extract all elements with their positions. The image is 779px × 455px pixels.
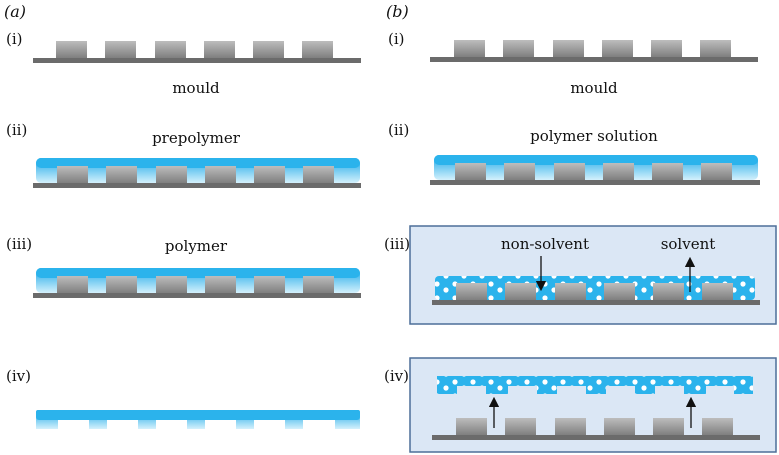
- panel-b-polymer-solution-layer: [430, 155, 760, 185]
- porous-film: [437, 376, 753, 394]
- panel-b-step-iv-marker: (iv): [384, 367, 409, 385]
- panel-b-step-iii-marker: (iii): [384, 235, 410, 253]
- panel-a-caption-prepolymer: prepolymer: [152, 129, 241, 147]
- panel-a-polymer-layer: [33, 268, 361, 298]
- panel-b-iii-bath: [409, 225, 777, 325]
- panel-b-caption-mould: mould: [570, 79, 618, 97]
- panel-b-iv-bath: [409, 357, 777, 453]
- panel-a-step-i-marker: (i): [6, 30, 23, 48]
- panel-a-released-polymer: [36, 410, 360, 429]
- panel-b-label: (b): [386, 2, 409, 21]
- panel-a-step-ii-marker: (ii): [6, 121, 27, 139]
- panel-a-label: (a): [4, 2, 26, 21]
- panel-a-caption-polymer: polymer: [165, 237, 228, 255]
- annotation-non-solvent: non-solvent: [501, 235, 589, 253]
- panel-a-prepolymer-layer: [33, 158, 361, 188]
- panel-b-step-ii-marker: (ii): [388, 121, 409, 139]
- panel-b-step-i-marker: (i): [388, 30, 405, 48]
- panel-a-step-iv-marker: (iv): [6, 367, 31, 385]
- panel-a-step-iii-marker: (iii): [6, 235, 32, 253]
- panel-b-mould-i: [430, 40, 758, 62]
- panel-a-mould-i: [33, 41, 361, 63]
- annotation-solvent: solvent: [661, 235, 716, 253]
- panel-a-caption-mould: mould: [172, 79, 220, 97]
- panel-b-caption-polymer-solution: polymer solution: [530, 127, 658, 145]
